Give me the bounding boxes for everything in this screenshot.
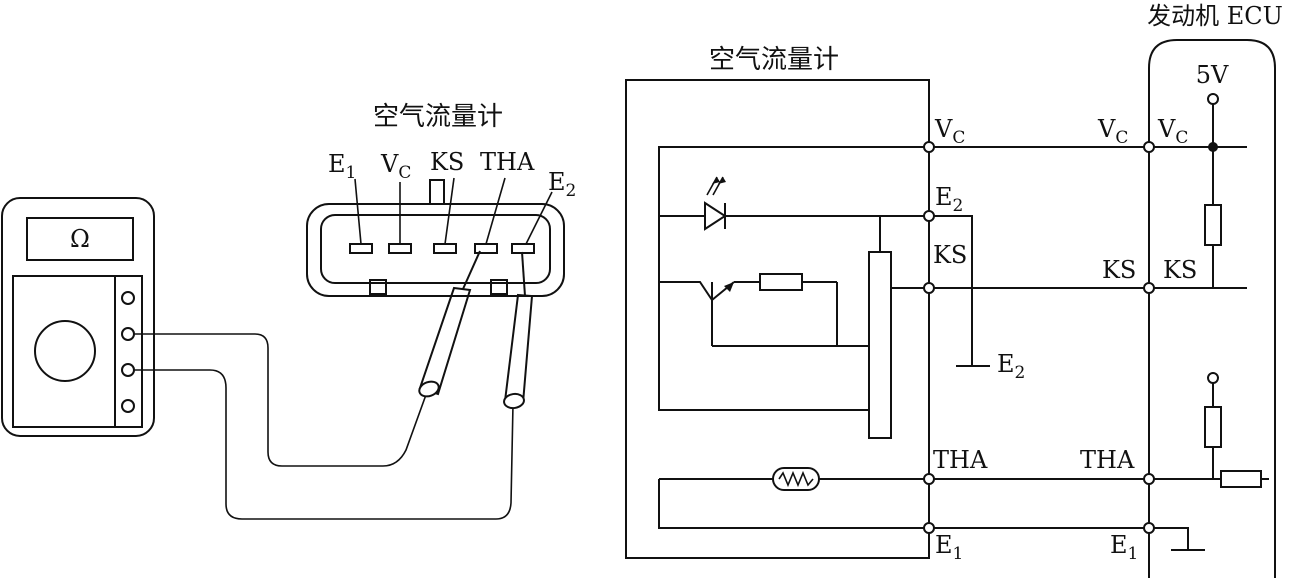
harness-wires <box>929 146 1247 529</box>
pin-e1 <box>349 243 373 254</box>
ecu-terminal-e1 <box>1143 522 1155 534</box>
pullup-resistor <box>1204 204 1222 246</box>
terminal-e2 <box>923 210 935 222</box>
pin-label-tha: THA <box>480 148 535 176</box>
tha-series-resistor <box>1220 470 1262 488</box>
ecu-title: 发动机 ECU <box>1147 2 1283 30</box>
rotary-dial <box>34 320 96 382</box>
air-flow-meter-unit: 空气流量计 <box>625 45 930 559</box>
meter-jack <box>121 399 135 413</box>
multimeter: Ω <box>1 197 155 437</box>
test-leads <box>134 333 514 520</box>
pin-vc <box>388 243 412 254</box>
meter-jack <box>121 291 135 305</box>
pin-label-e2: E2 <box>548 168 576 201</box>
ecu-terminal-ks <box>1143 282 1155 294</box>
tha-resistor <box>1204 406 1222 448</box>
ecu-label-vc-in: VC <box>1157 115 1188 148</box>
ecu-label-tha: THA <box>1080 446 1135 474</box>
terminal-vc <box>923 141 935 153</box>
label-vc: VC <box>934 115 965 148</box>
label-tha: THA <box>933 446 988 474</box>
supply-label: 5V <box>1196 61 1229 89</box>
label-ks: KS <box>933 241 967 269</box>
ecu-label-e1: E1 <box>1110 531 1138 564</box>
pin-ks <box>433 243 457 254</box>
ecu-label-vc: VC <box>1097 115 1128 148</box>
connector-title: 空气流量计 <box>373 102 503 132</box>
label-e1: E1 <box>935 531 963 564</box>
pin-e2 <box>511 243 535 254</box>
pin-label-vc: VC <box>380 150 411 183</box>
ohm-symbol: Ω <box>70 225 90 253</box>
pin-label-ks: KS <box>430 148 464 176</box>
unit-title: 空气流量计 <box>709 45 839 75</box>
ecu-label-ks: KS <box>1102 256 1136 284</box>
ecu-terminal-tha <box>1143 473 1155 485</box>
sensor-connector: 空气流量计 E1 VC KS THA E2 <box>306 102 576 297</box>
terminal-tha <box>923 473 935 485</box>
terminal-e1 <box>923 522 935 534</box>
terminal-ks <box>923 282 935 294</box>
ecu-terminal-vc <box>1143 141 1155 153</box>
meter-jack <box>121 327 135 341</box>
pin-tha <box>474 243 498 254</box>
label-e2: E2 <box>935 183 963 216</box>
label-ground-e2: E2 <box>997 350 1025 383</box>
ecu-label-ks-in: KS <box>1163 256 1197 284</box>
pin-label-e1: E1 <box>328 150 356 183</box>
engine-ecu: 发动机 ECU 5V <box>1147 2 1283 578</box>
probes <box>418 250 534 410</box>
meter-jack <box>121 363 135 377</box>
